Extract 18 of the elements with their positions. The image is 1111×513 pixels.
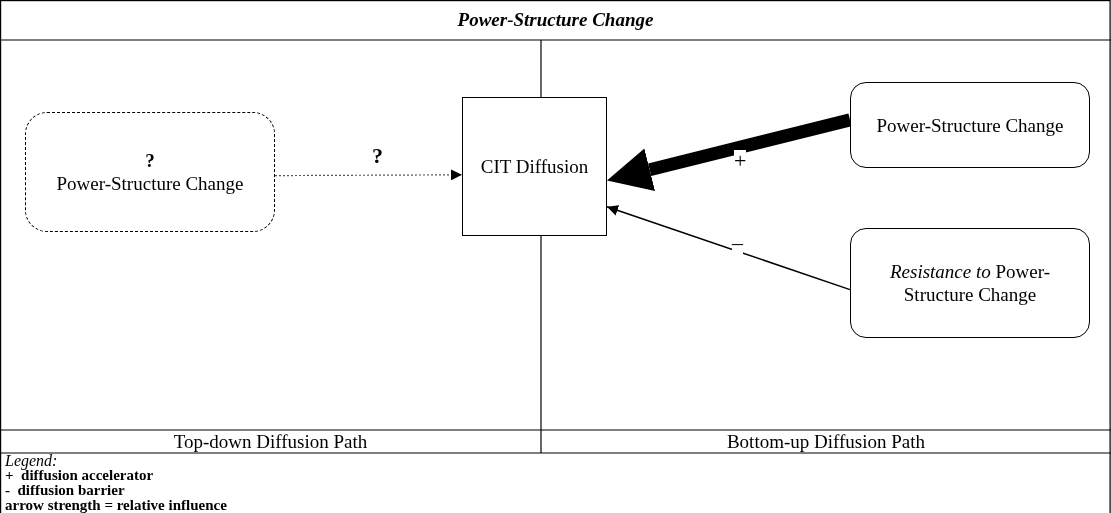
node-text: Power-Structure Change xyxy=(875,113,1065,137)
arrow xyxy=(606,205,851,291)
arrow xyxy=(607,113,852,192)
column-label: Bottom-up Diffusion Path xyxy=(725,431,927,453)
question-mark: ? xyxy=(144,149,156,172)
legend-entry: arrow strength = relative influence xyxy=(5,498,227,513)
node-text: Power-Structure Change xyxy=(55,172,245,195)
arrow xyxy=(274,169,463,181)
table-title: Power-Structure Change xyxy=(456,9,655,31)
rounded-box xyxy=(850,82,1090,168)
node-text: Resistance to Power-Structure Change xyxy=(889,260,1051,306)
legend-title: Legend: xyxy=(5,453,58,468)
column-label: Top-down Diffusion Path xyxy=(172,431,369,453)
rounded-box xyxy=(850,228,1090,338)
legend-entry: - diffusion barrier xyxy=(5,483,125,498)
node-text: CIT Diffusion xyxy=(479,155,590,178)
process-box xyxy=(462,97,607,236)
rounded-box xyxy=(25,112,275,232)
